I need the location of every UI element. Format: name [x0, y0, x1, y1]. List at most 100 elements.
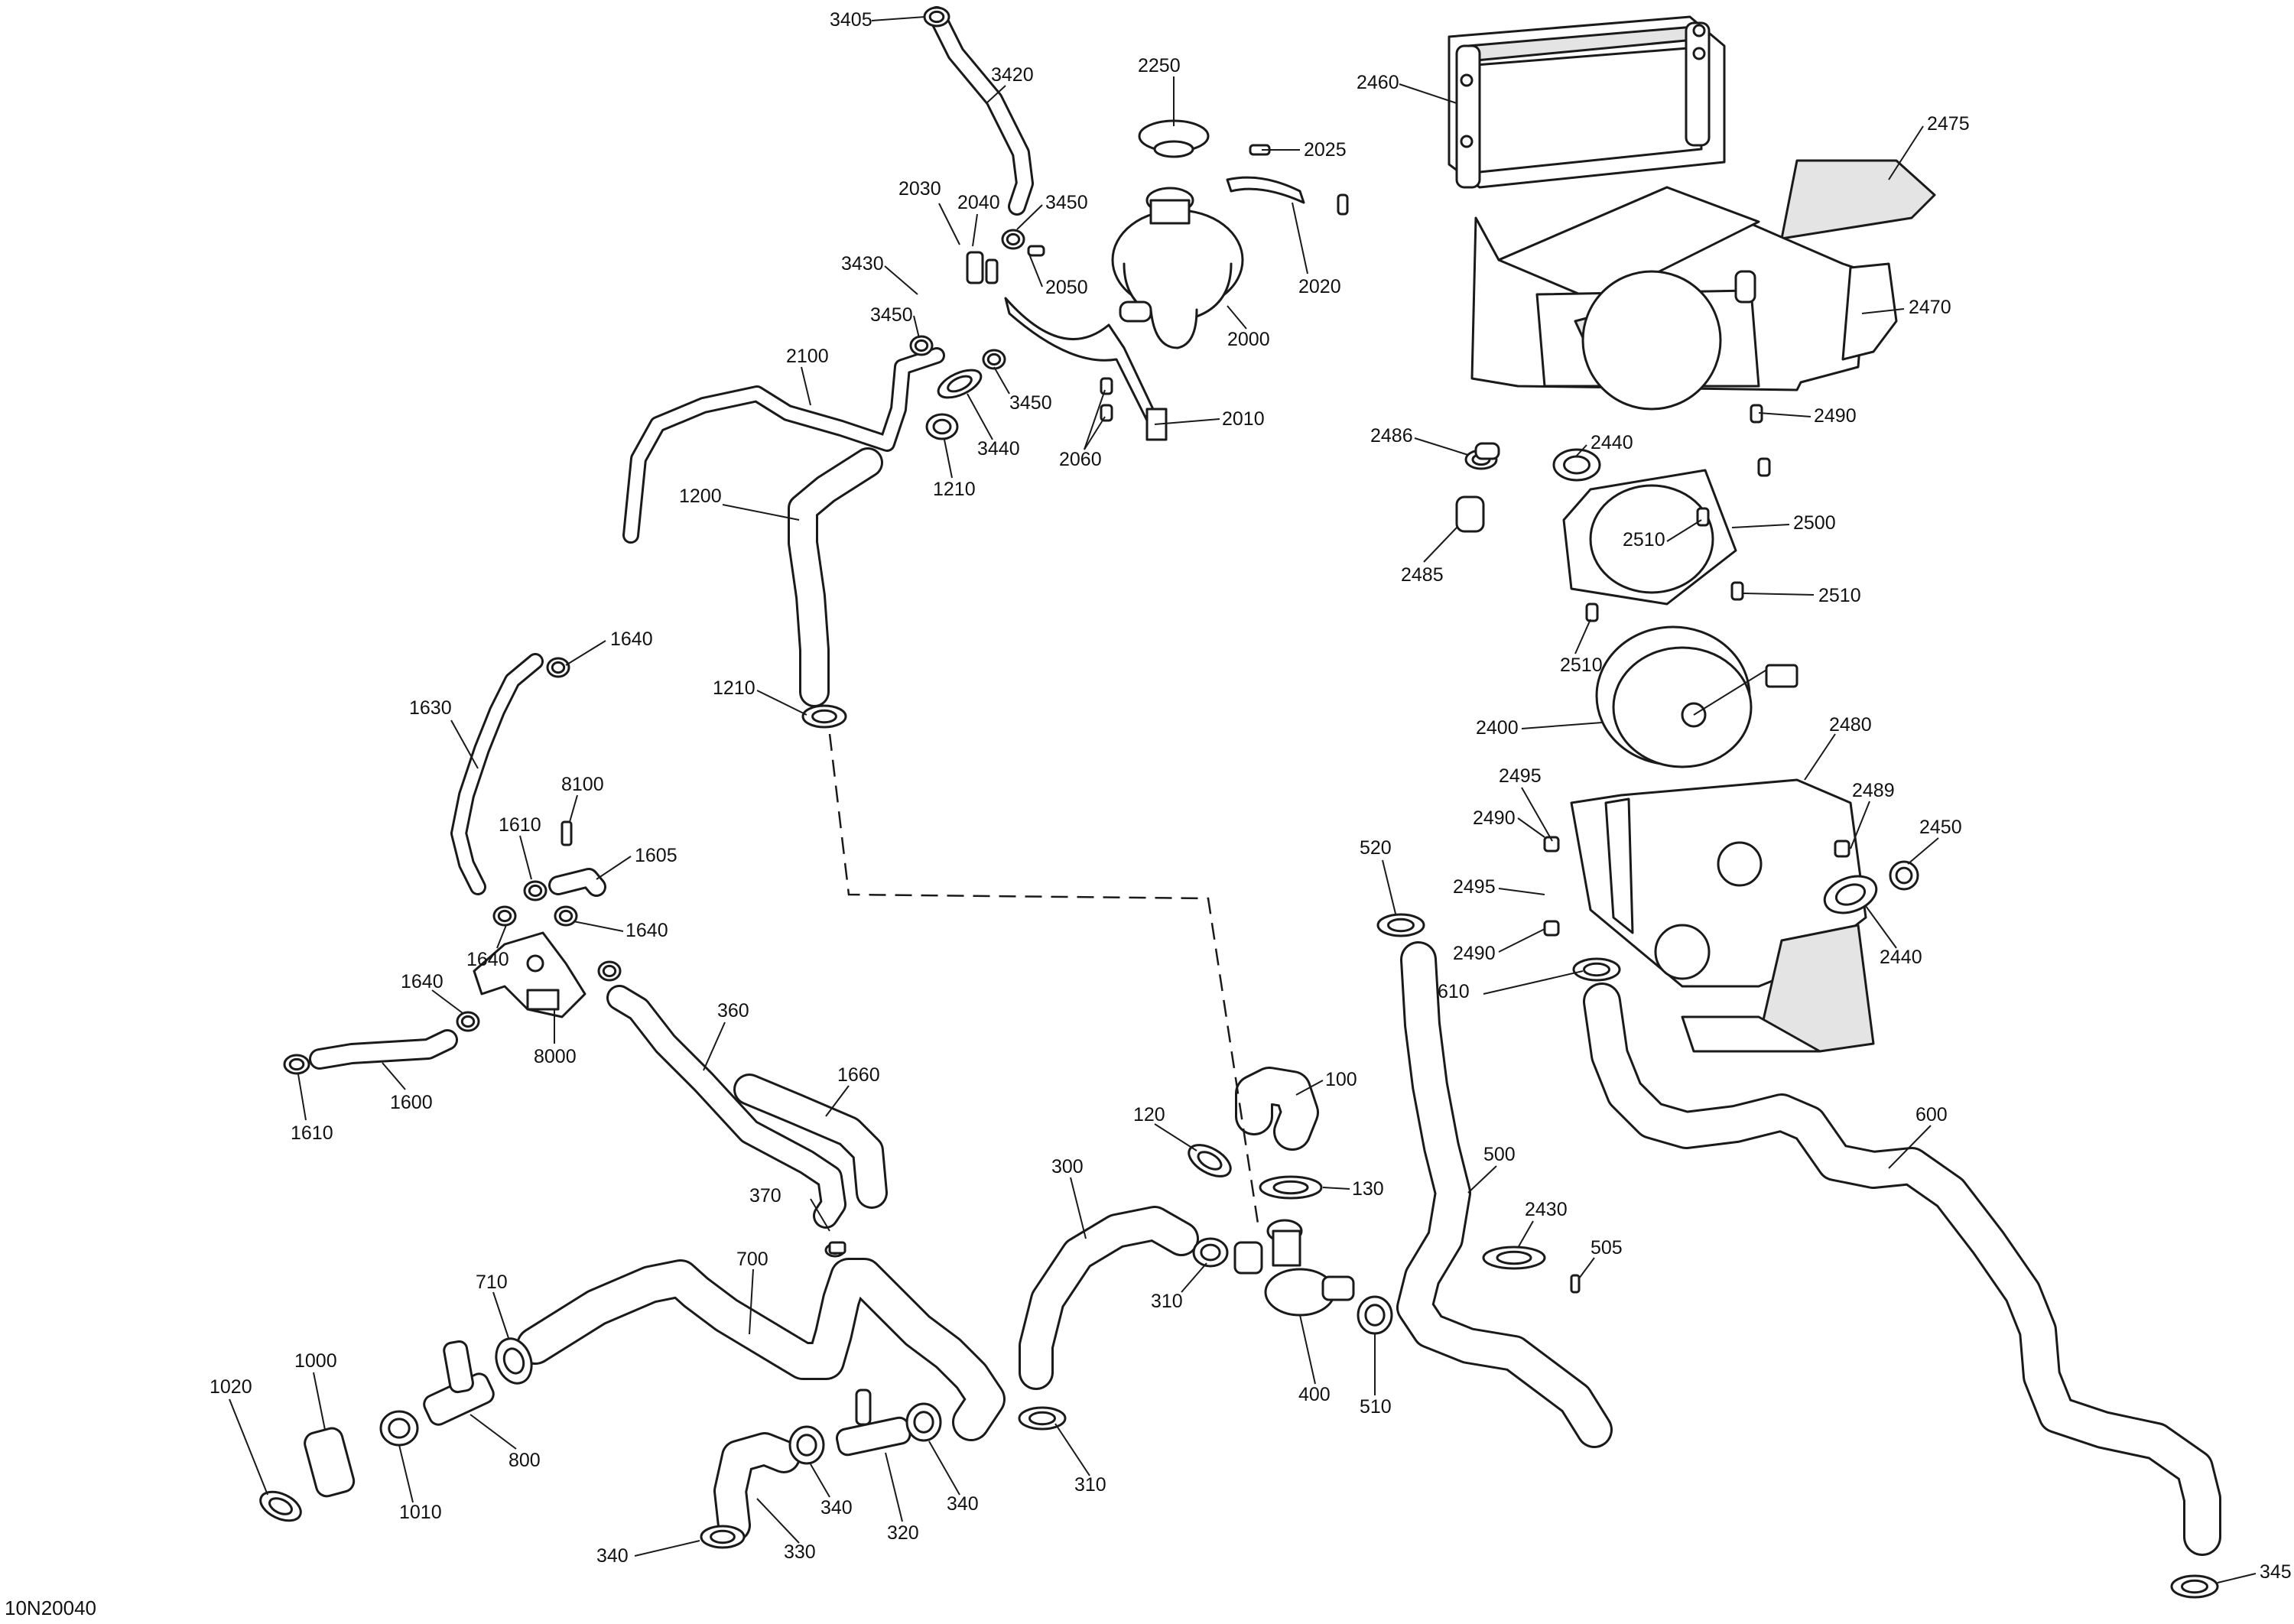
leader-1605 [596, 856, 632, 880]
leader-lines [229, 16, 2257, 1583]
callout-1000: 1000 [294, 1350, 337, 1372]
callout-2400: 2400 [1476, 717, 1519, 739]
figure-code: 10N20040 [5, 1596, 96, 1619]
leader-1210-a [944, 439, 953, 479]
leader-2430 [1517, 1220, 1534, 1249]
callout-310-b: 310 [1074, 1474, 1106, 1496]
leader-2495-a [1521, 787, 1553, 842]
clamp-710 [495, 1337, 533, 1385]
hose-1605 [548, 868, 606, 897]
clamp-2440-b [1823, 875, 1878, 914]
leader-340-c [634, 1540, 700, 1557]
callout-3450-b: 3450 [870, 304, 913, 326]
clamp-340-a [788, 1425, 825, 1465]
fasteners [561, 144, 1850, 1294]
callout-2490-c: 2490 [1453, 943, 1496, 964]
leader-300 [1070, 1177, 1087, 1239]
callout-400: 400 [1298, 1384, 1331, 1405]
leader-2010 [1154, 418, 1220, 425]
clamp-1210-b [801, 704, 847, 729]
clamp-510 [1357, 1295, 1393, 1335]
leader-2485 [1423, 527, 1457, 563]
callout-3430: 3430 [841, 253, 884, 274]
clamp-340-b [905, 1402, 942, 1442]
thermostat-housing-part [1233, 1219, 1355, 1317]
callout-120: 120 [1133, 1104, 1165, 1125]
callout-340-a: 340 [820, 1497, 853, 1518]
clamp-310-b [1018, 1406, 1067, 1431]
callout-2460: 2460 [1357, 72, 1399, 93]
callout-2440-b: 2440 [1880, 947, 1922, 968]
leader-400 [1299, 1314, 1316, 1385]
callout-2000: 2000 [1227, 329, 1270, 350]
clamp-1610-b [283, 1054, 310, 1075]
callout-1610-a: 1610 [499, 814, 541, 836]
leader-130 [1322, 1187, 1350, 1190]
callout-800: 800 [509, 1450, 541, 1471]
callout-1600: 1600 [390, 1092, 433, 1113]
callout-1640-c: 1640 [466, 949, 509, 970]
leader-370 [810, 1198, 830, 1232]
callout-360: 360 [717, 1000, 749, 1021]
callout-2500: 2500 [1793, 512, 1836, 534]
leader-2500 [1731, 524, 1790, 528]
leader-2020 [1292, 202, 1308, 274]
clamp-1640-a [546, 657, 570, 678]
leader-2489 [1850, 801, 1870, 849]
leader-500 [1467, 1165, 1497, 1194]
leader-3450-c [993, 366, 1010, 395]
callout-3405: 3405 [830, 9, 872, 31]
callout-8000: 8000 [534, 1046, 577, 1067]
callout-labels: 3405 3420 2250 2025 2460 2475 2030 2040 … [5, 9, 2292, 1619]
leader-1630 [450, 719, 479, 769]
expansion-tank-part [1111, 187, 1244, 349]
clamp-520 [1376, 913, 1425, 937]
leader-2060-b [1084, 416, 1106, 450]
leader-310-b [1054, 1423, 1090, 1476]
callout-2050: 2050 [1045, 277, 1088, 298]
callout-2040: 2040 [957, 192, 1000, 213]
hose-300 [1019, 1206, 1199, 1390]
callout-310-a: 310 [1151, 1291, 1183, 1312]
clamp-layer [259, 6, 2219, 1599]
leader-120 [1154, 1123, 1197, 1151]
callout-2510-b: 2510 [1818, 585, 1861, 606]
leader-3420 [986, 85, 1006, 104]
callout-2486: 2486 [1370, 425, 1413, 447]
leader-3405 [871, 16, 926, 21]
callout-345: 345 [2260, 1561, 2292, 1583]
clamp-2430 [1482, 1246, 1546, 1270]
leader-1660 [825, 1085, 850, 1117]
callout-130: 130 [1352, 1178, 1384, 1200]
leader-2480 [1804, 733, 1836, 781]
leader-2050 [1028, 252, 1043, 287]
callout-2470: 2470 [1909, 297, 1951, 318]
leader-1210-b [756, 690, 807, 716]
clamp-1640-d [456, 1011, 480, 1032]
t-fitting-part [423, 1340, 495, 1426]
leader-8100 [569, 794, 578, 823]
clamp-1610-a [523, 880, 548, 901]
clamp-1640-c [492, 905, 517, 927]
hose-600 [1583, 983, 2221, 1556]
callout-1640-b: 1640 [625, 920, 668, 941]
callout-1630: 1630 [409, 697, 452, 719]
fan-housing-part [1570, 778, 1875, 1053]
clamp-1210-a [925, 413, 959, 440]
callout-2485: 2485 [1401, 564, 1444, 586]
hose-100 [1235, 1067, 1319, 1151]
leader-800 [470, 1414, 517, 1450]
hose-1600 [309, 1029, 458, 1070]
panel-2475-part [1780, 159, 1936, 240]
callout-520: 520 [1360, 837, 1392, 859]
callout-2100: 2100 [786, 346, 829, 367]
callout-500: 500 [1483, 1144, 1516, 1165]
clamp-120 [1188, 1144, 1232, 1177]
radiator-part [1448, 15, 1726, 189]
callout-2060: 2060 [1059, 449, 1102, 470]
callout-340-c: 340 [596, 1545, 629, 1567]
connection-dashed-line [828, 733, 1259, 1224]
callout-2490-b: 2490 [1473, 807, 1516, 829]
leader-2490-b [1517, 817, 1545, 838]
